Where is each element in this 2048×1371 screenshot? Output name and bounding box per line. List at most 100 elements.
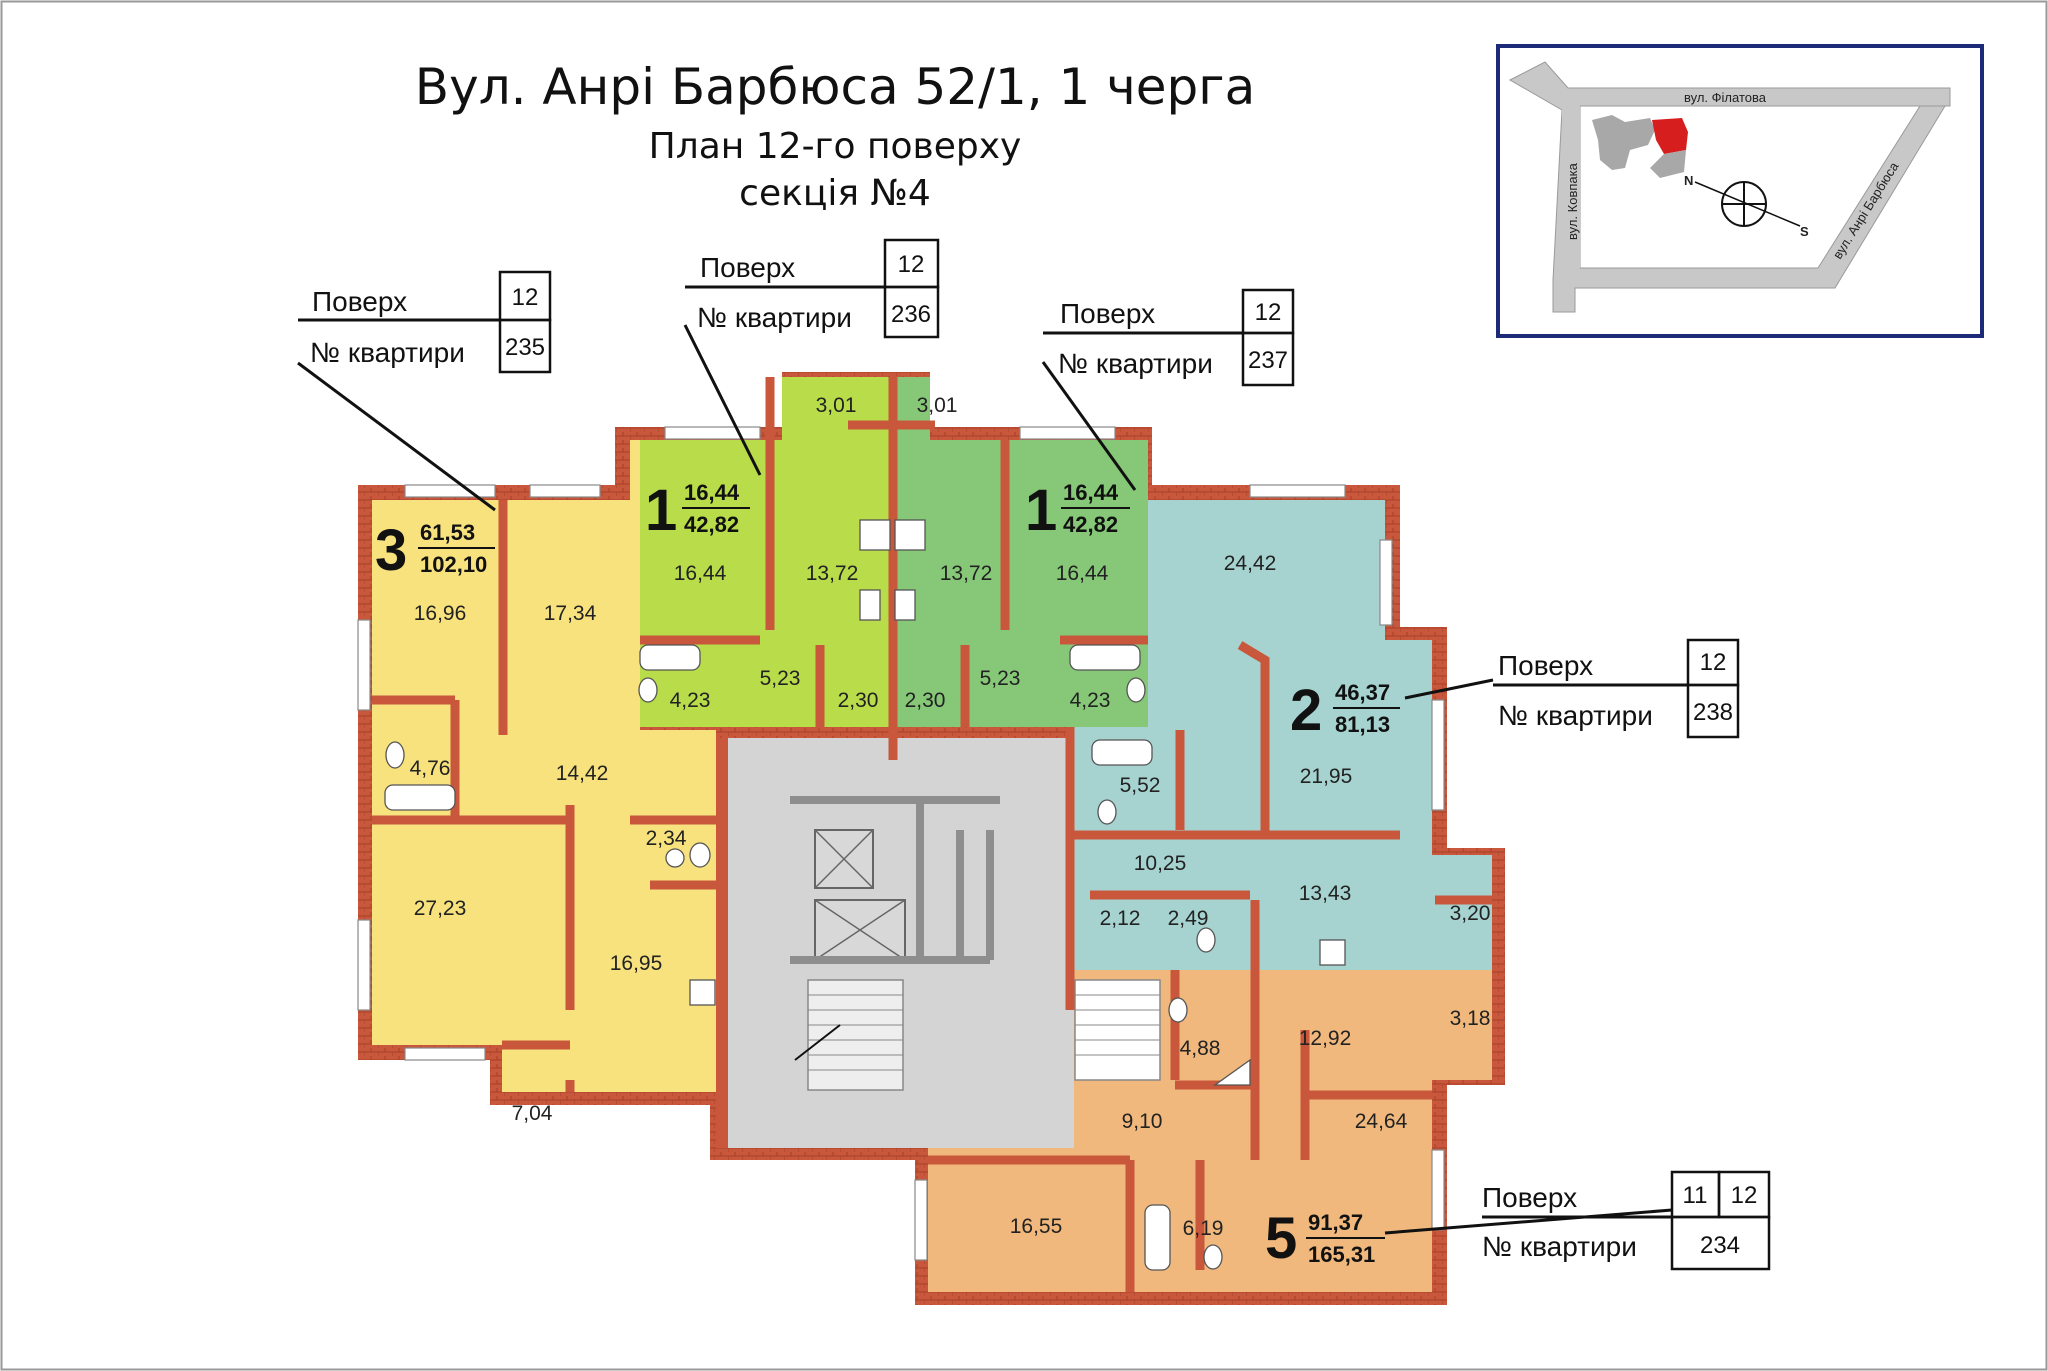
room-area: 9,10	[1122, 1110, 1163, 1133]
room-area: 2,49	[1168, 907, 1209, 930]
title-street: Вул. Анрі Барбюса 52/1, 1 черга	[415, 58, 1255, 116]
room-area: 2,30	[905, 689, 946, 712]
locator-map: вул. Філатова вул. Ковпака вул. Анрі Бар…	[1496, 44, 1984, 338]
title-block: Вул. Анрі Барбюса 52/1, 1 черга План 12-…	[415, 58, 1255, 214]
apt-number-label: № квартири	[697, 302, 852, 333]
compass-s: S	[1800, 224, 1809, 239]
toilet-icon	[1203, 1244, 1223, 1270]
unit-label-237: 1 16,44 42,82	[1025, 478, 1130, 543]
apt-number: 237	[1248, 347, 1288, 374]
apt-table-236: Поверх № квартири 12 236	[685, 238, 940, 339]
street-kovpaka: вул. Ковпака	[1565, 162, 1580, 240]
locator-section-4-highlight	[1652, 118, 1688, 154]
bathtub-icon	[1091, 739, 1153, 766]
windows	[357, 426, 1445, 1261]
unit-total-area: 81,13	[1335, 712, 1390, 737]
title-section: секція №4	[739, 173, 931, 214]
unit-rooms: 3	[375, 518, 407, 583]
toilet-icon	[1126, 677, 1146, 703]
room-area: 16,95	[610, 952, 663, 975]
room-area: 17,34	[544, 602, 597, 625]
unit-living-area: 46,37	[1335, 680, 1390, 705]
room-area: 4,88	[1180, 1037, 1221, 1060]
apartment-238-floor	[1070, 500, 1492, 970]
room-area: 24,42	[1224, 552, 1277, 575]
room-area: 4,23	[670, 689, 711, 712]
title-floor: План 12-го поверху	[649, 126, 1022, 167]
room-area: 13,72	[806, 562, 859, 585]
room-area: 3,01	[917, 394, 958, 417]
compass-icon: N S	[1684, 173, 1809, 239]
room-area: 12,92	[1299, 1027, 1352, 1050]
apt-number-label: № квартири	[1058, 348, 1213, 379]
toilet-icon	[689, 842, 711, 868]
room-area: 5,23	[980, 667, 1021, 690]
room-area: 3,01	[816, 394, 857, 417]
stove-icon	[1319, 939, 1346, 966]
apartment-234	[928, 970, 1492, 1292]
apt-number-label: № квартири	[310, 337, 465, 368]
staircase	[794, 979, 1161, 1091]
stove-icon	[689, 979, 716, 1006]
room-area: 3,18	[1450, 1007, 1491, 1030]
toilet-icon	[1196, 927, 1216, 953]
fixtures	[384, 519, 1346, 1271]
apartment-235	[372, 440, 716, 1092]
unit-rooms: 5	[1265, 1206, 1297, 1271]
floor-number: 12	[1255, 299, 1282, 326]
toilet-icon	[1168, 997, 1188, 1023]
room-area: 21,95	[1300, 765, 1353, 788]
apt-number-label: № квартири	[1482, 1231, 1637, 1262]
bathtub-icon	[1069, 644, 1141, 671]
floor-number: 12	[1700, 649, 1727, 676]
interior-walls	[372, 377, 1492, 1292]
unit-rooms: 1	[645, 478, 677, 543]
unit-label-236: 1 16,44 42,82	[645, 478, 750, 543]
stove-icon	[859, 519, 891, 551]
street-filatova: вул. Філатова	[1684, 90, 1767, 105]
room-area: 2,34	[646, 827, 687, 850]
apt-table-234: Поверх № квартири 11 12 234	[1482, 1170, 1771, 1271]
toilet-icon	[638, 677, 658, 703]
stove-icon	[859, 589, 881, 621]
unit-rooms: 1	[1025, 478, 1057, 543]
unit-total-area: 42,82	[1063, 512, 1118, 537]
room-area: 4,23	[1070, 689, 1111, 712]
room-area: 27,23	[414, 897, 467, 920]
unit-label-238: 2 46,37 81,13	[1290, 678, 1400, 743]
unit-label-234: 5 91,37 165,31	[1265, 1206, 1385, 1271]
room-area: 16,44	[674, 562, 727, 585]
apt-table-238: Поверх № квартири 12 238	[1493, 638, 1740, 739]
floor-number: 12	[512, 284, 539, 311]
apt-number: 238	[1693, 699, 1733, 726]
room-areas: 16,96 17,34 4,76 14,42 2,34 27,23 16,95 …	[410, 394, 1491, 1240]
apartment-235-floor	[372, 440, 716, 1092]
compass-n: N	[1684, 173, 1693, 188]
apartment-234-floor	[928, 970, 1492, 1292]
room-area: 16,96	[414, 602, 467, 625]
floor-label: Поверх	[312, 286, 407, 317]
floor-label: Поверх	[1498, 650, 1593, 681]
unit-living-area: 91,37	[1308, 1210, 1363, 1235]
toilet-icon	[1097, 799, 1117, 825]
floor-label: Поверх	[1482, 1182, 1577, 1213]
room-area: 13,72	[940, 562, 993, 585]
leader-lines	[297, 324, 1673, 1235]
unit-label-235: 3 61,53 102,10	[375, 518, 495, 583]
stove-icon	[894, 519, 926, 551]
floor-number: 12	[1731, 1182, 1758, 1209]
unit-total-area: 42,82	[684, 512, 739, 537]
locator-building	[1592, 115, 1655, 170]
bathtub-icon	[639, 644, 701, 671]
bathtub-icon	[1144, 1204, 1171, 1271]
unit-total-area: 102,10	[420, 552, 487, 577]
room-area: 6,19	[1183, 1217, 1224, 1240]
room-area: 5,52	[1120, 774, 1161, 797]
shower-icon	[1212, 1058, 1251, 1086]
bathtub-icon	[384, 784, 456, 811]
room-area: 16,44	[1056, 562, 1109, 585]
room-area: 2,30	[838, 689, 879, 712]
room-area: 2,12	[1100, 907, 1141, 930]
unit-rooms: 2	[1290, 678, 1322, 743]
